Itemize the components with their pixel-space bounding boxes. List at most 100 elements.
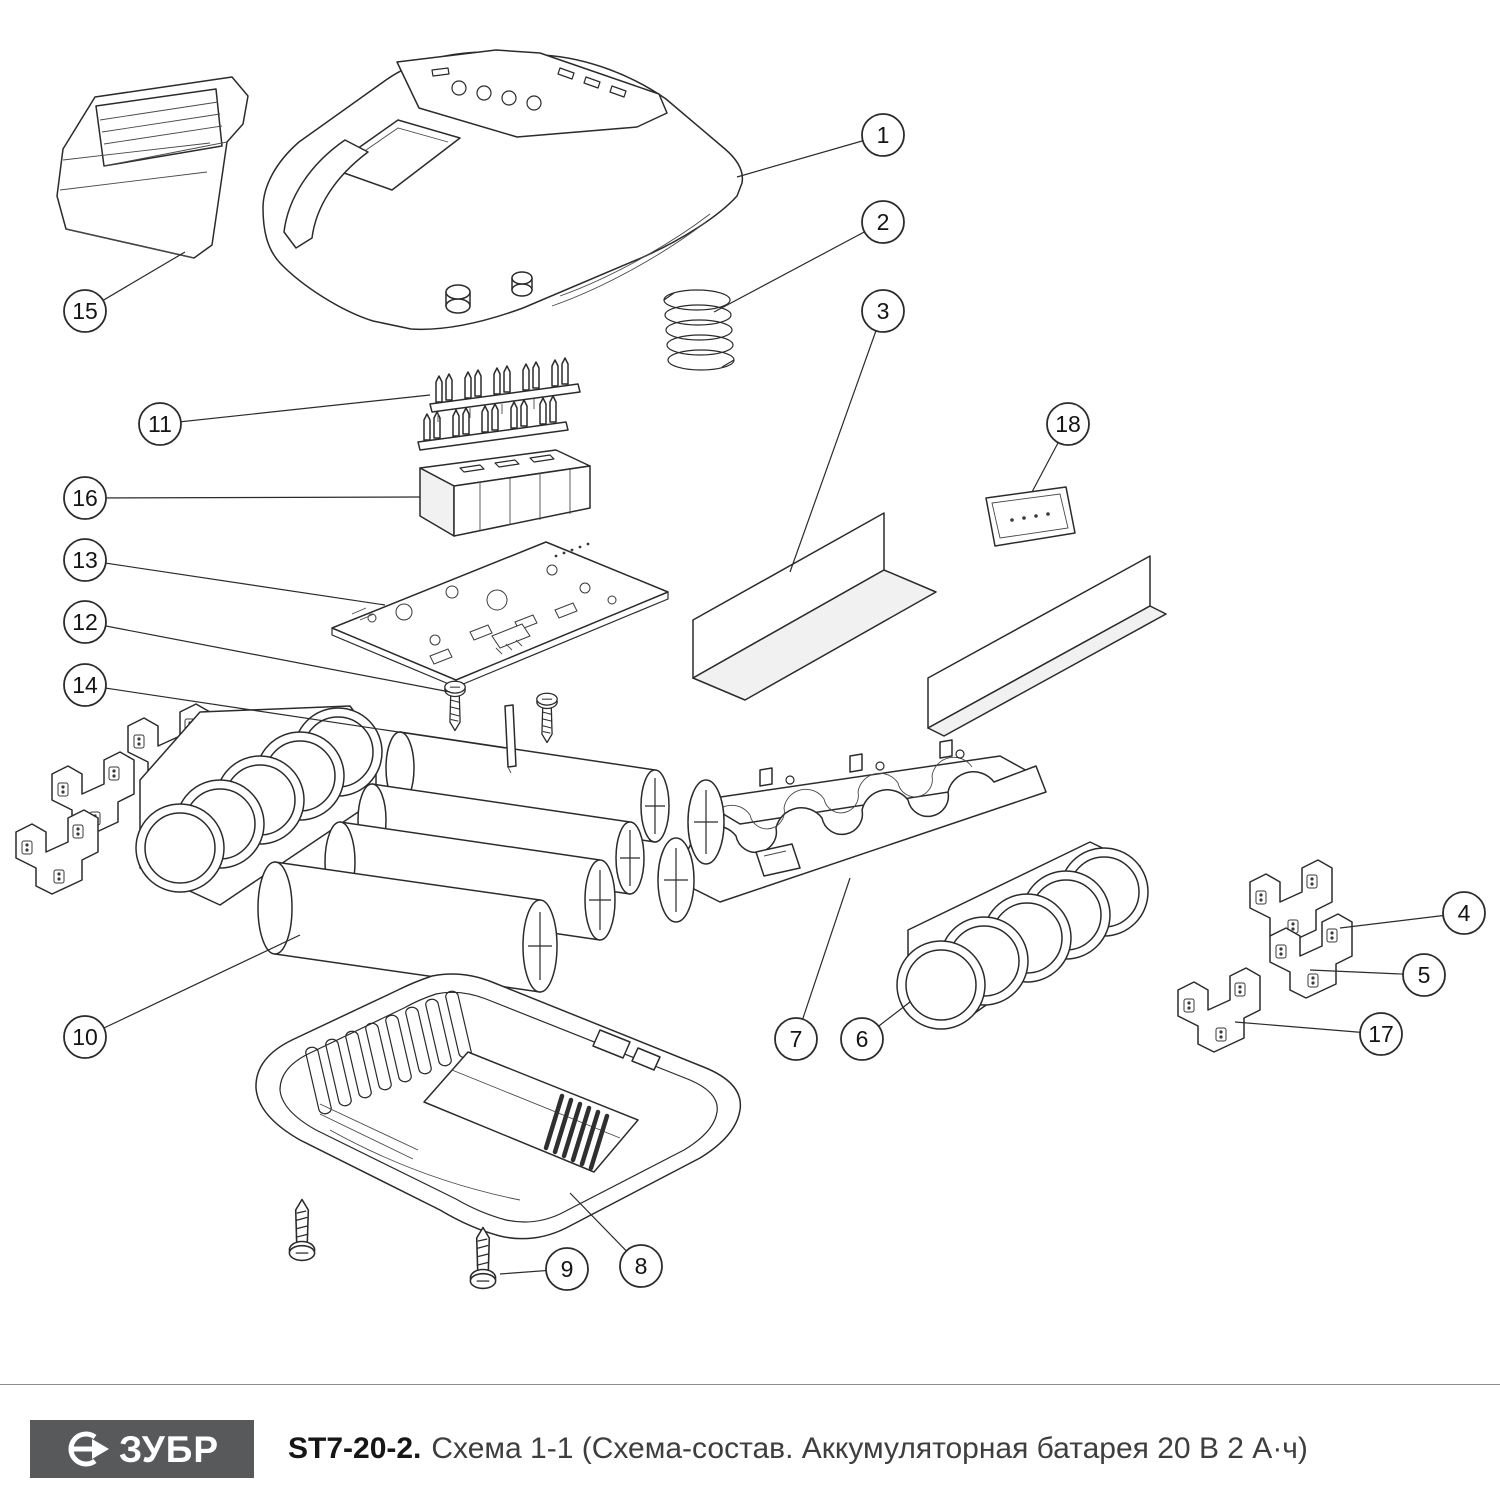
leader-line-10: [84, 934, 301, 1038]
part-3-insulation-sheet-left: [692, 512, 937, 701]
right-contact-strips: [1177, 859, 1353, 1053]
callout-number-4: 4: [1458, 900, 1471, 926]
brand-logo: ЗУБР: [30, 1420, 254, 1478]
prong: [481, 403, 499, 433]
part-7-cell-holder-middle: [671, 739, 1047, 903]
prong: [493, 365, 511, 395]
callout-circle-11: [138, 402, 182, 446]
callout-number-1: 1: [877, 122, 890, 148]
callout-circle-9: [545, 1247, 589, 1291]
callout-8: 8: [619, 1244, 663, 1288]
prong: [539, 395, 557, 425]
part-13-pcb: [331, 541, 669, 688]
callout-number-13: 13: [72, 547, 98, 573]
leader-line-7: [795, 877, 851, 1040]
left-cell-holder: [135, 705, 383, 906]
part-10-battery-cells: [257, 731, 725, 993]
drawing-caption: ST7-20-2. Схема 1-1 (Схема-состав. Аккуму…: [288, 1432, 1308, 1466]
callout-15: 15: [63, 289, 107, 333]
prong: [435, 373, 453, 403]
callout-18: 18: [1046, 402, 1090, 446]
callout-number-8: 8: [635, 1253, 648, 1279]
contact-strip: [1177, 967, 1261, 1053]
leader-line-1: [736, 134, 884, 178]
callout-17: 17: [1359, 1012, 1403, 1056]
callout-circle-17: [1359, 1012, 1403, 1056]
scheme-title: Схема 1-1 (Схема-состав. Аккумуляторная …: [431, 1432, 1308, 1465]
leader-line-14: [84, 684, 506, 749]
callout-circle-13: [63, 538, 107, 582]
prong: [464, 369, 482, 399]
callout-circle-3: [861, 289, 905, 333]
cell-ring: [135, 803, 225, 893]
callout-13: 13: [63, 538, 107, 582]
leader-line-11: [159, 394, 431, 425]
part-1-top-housing: [262, 49, 744, 331]
leader-line-12: [84, 621, 451, 693]
callout-circle-16: [63, 476, 107, 520]
callout-number-11: 11: [148, 411, 172, 437]
callout-circle-10: [63, 1015, 107, 1059]
leader-line-16: [84, 496, 421, 499]
callout-circle-6: [840, 1017, 884, 1061]
model-number: ST7-20-2.: [288, 1432, 422, 1465]
callout-circle-12: [63, 600, 107, 644]
prong: [551, 357, 569, 387]
screw: [536, 692, 558, 744]
callout-16: 16: [63, 476, 107, 520]
callout-14: 14: [63, 663, 107, 707]
leader-line-13: [84, 559, 386, 606]
callout-number-5: 5: [1418, 962, 1431, 988]
prong: [522, 361, 540, 391]
callout-11: 11: [138, 402, 182, 446]
part-6-cell-holder-right: [896, 841, 1149, 1030]
part-18-label: [985, 486, 1076, 547]
callout-number-15: 15: [72, 298, 98, 324]
part-2-spring: [663, 289, 735, 371]
callout-circle-7: [774, 1017, 818, 1061]
part-15-cover-cap: [56, 76, 249, 259]
callout-1: 1: [861, 113, 905, 157]
footer-divider: [0, 1384, 1500, 1385]
callout-5: 5: [1402, 953, 1446, 997]
part-12-screws: [444, 680, 558, 744]
callout-number-3: 3: [877, 298, 890, 324]
footer: ЗУБР ST7-20-2. Схема 1-1 (Схема-состав. А…: [0, 1398, 1500, 1500]
part-16-terminal-block: [419, 449, 591, 537]
prong: [510, 399, 528, 429]
callout-number-9: 9: [561, 1256, 574, 1282]
screw: [288, 1198, 316, 1262]
callout-number-12: 12: [72, 609, 98, 635]
callout-6: 6: [840, 1017, 884, 1061]
callout-3: 3: [861, 289, 905, 333]
callout-number-10: 10: [72, 1024, 98, 1050]
callout-4: 4: [1442, 891, 1486, 935]
callout-circle-8: [619, 1244, 663, 1288]
callout-number-16: 16: [72, 485, 98, 511]
callout-circle-1: [861, 113, 905, 157]
callout-10: 10: [63, 1015, 107, 1059]
callout-number-7: 7: [790, 1026, 803, 1052]
callout-number-14: 14: [72, 672, 98, 698]
callout-number-18: 18: [1055, 411, 1081, 437]
contact-strip: [15, 809, 99, 895]
part-11-contact-prongs: [417, 357, 581, 451]
brand-name: ЗУБР: [118, 1428, 220, 1470]
callout-circle-5: [1402, 953, 1446, 997]
leader-line-3: [789, 310, 884, 573]
callout-12: 12: [63, 600, 107, 644]
callout-number-17: 17: [1368, 1021, 1394, 1047]
callout-circle-4: [1442, 891, 1486, 935]
callout-7: 7: [774, 1017, 818, 1061]
screw: [469, 1226, 497, 1290]
callout-circle-15: [63, 289, 107, 333]
leader-line-17: [1234, 1021, 1382, 1035]
prong: [452, 407, 470, 437]
callout-2: 2: [861, 200, 905, 244]
callout-number-2: 2: [877, 209, 890, 235]
cell-ring: [896, 940, 986, 1030]
part-14-pin: [504, 704, 517, 774]
